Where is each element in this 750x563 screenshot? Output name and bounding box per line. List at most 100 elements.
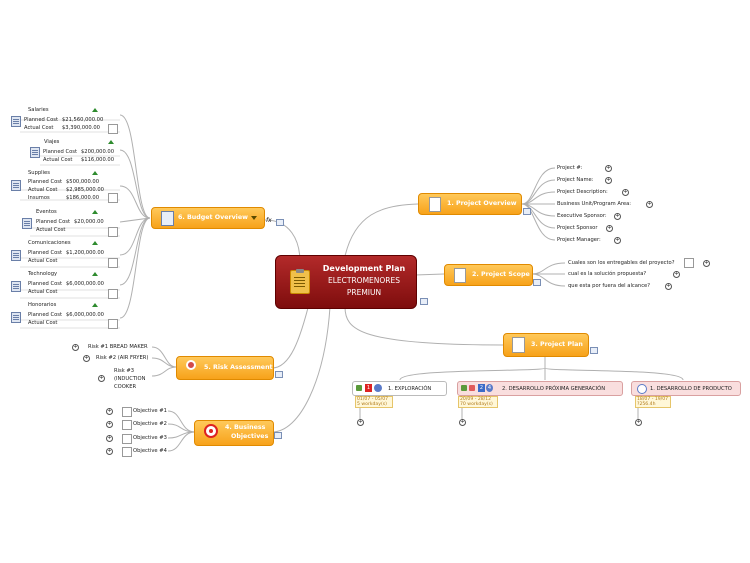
actual-cost-value: $2,985,000.00 bbox=[66, 187, 104, 193]
overview-item[interactable]: Project Sponsor bbox=[557, 225, 598, 231]
overview-item[interactable]: Executive Sponsor: bbox=[557, 213, 607, 219]
add-icon[interactable] bbox=[673, 271, 680, 278]
note-icon[interactable] bbox=[122, 447, 132, 457]
budget-category[interactable]: Salaries bbox=[28, 107, 49, 113]
add-icon[interactable] bbox=[72, 344, 79, 351]
overview-item[interactable]: Project Description: bbox=[557, 189, 608, 195]
budget-category[interactable]: Viajes bbox=[44, 139, 60, 145]
clock-icon bbox=[637, 384, 647, 394]
calculator-icon bbox=[161, 211, 174, 226]
add-icon[interactable] bbox=[606, 225, 613, 232]
add-icon[interactable] bbox=[622, 189, 629, 196]
phase-dates: 18/07 - 19/07?256.4h bbox=[635, 396, 671, 409]
trend-up-icon bbox=[92, 171, 98, 175]
add-icon[interactable] bbox=[106, 408, 113, 415]
planned-cost-value: $21,560,000.00 bbox=[62, 117, 104, 123]
risk-assessment-label: 5. Risk Assessment bbox=[204, 364, 273, 371]
add-icon[interactable] bbox=[459, 419, 466, 426]
phase-desarrollo-proxima[interactable]: 2 4 2. DESARROLLO PRÓXIMA GENERACIÓN bbox=[457, 381, 623, 396]
project-overview-topic[interactable]: 1. Project Overview bbox=[418, 193, 522, 215]
note-icon[interactable] bbox=[108, 124, 118, 134]
note-icon[interactable] bbox=[108, 227, 118, 237]
planned-cost-value: $20,000.00 bbox=[74, 219, 104, 225]
topic-expand-icon[interactable] bbox=[533, 279, 541, 286]
risk-item: (INDUCTION bbox=[114, 376, 146, 382]
note-icon[interactable] bbox=[108, 289, 118, 299]
risk-item[interactable]: Risk #3 bbox=[114, 368, 135, 374]
topic-expand-icon[interactable] bbox=[275, 371, 283, 378]
note-icon[interactable] bbox=[684, 258, 694, 268]
note-icon[interactable] bbox=[108, 319, 118, 329]
objective-item[interactable]: Objective #4 bbox=[133, 448, 167, 454]
budget-category[interactable]: Comunicaciones bbox=[28, 240, 71, 246]
add-icon[interactable] bbox=[357, 419, 364, 426]
budget-overview-label: 6. Budget Overview bbox=[178, 214, 248, 221]
project-scope-label: 2. Project Scope bbox=[472, 271, 530, 278]
phase-title: 1. EXPLORACIÓN bbox=[388, 386, 432, 392]
planned-cost-label: Planned Cost bbox=[28, 250, 62, 256]
topic-expand-icon[interactable] bbox=[590, 347, 598, 354]
cost-table-icon bbox=[11, 180, 21, 191]
progress-badge: 4 bbox=[486, 384, 493, 392]
budget-category[interactable]: Technology bbox=[28, 271, 58, 277]
scope-item[interactable]: que esta por fuera del alcance? bbox=[568, 283, 651, 289]
note-icon[interactable] bbox=[108, 193, 118, 203]
phase-desarrollo-producto[interactable]: 1. DESARROLLO DE PRODUCTO bbox=[631, 381, 741, 396]
trend-up-icon bbox=[92, 108, 98, 112]
budget-category[interactable]: Honorarios bbox=[28, 302, 57, 308]
formula-icon[interactable]: fx bbox=[266, 217, 272, 224]
central-subtitle-2: PREMIUN bbox=[346, 288, 382, 297]
add-icon[interactable] bbox=[83, 355, 90, 362]
add-icon[interactable] bbox=[635, 419, 642, 426]
phase-exploracion[interactable]: 1 1. EXPLORACIÓN bbox=[352, 381, 447, 396]
add-icon[interactable] bbox=[106, 435, 113, 442]
progress-icon bbox=[374, 384, 382, 392]
cost-table-icon bbox=[11, 281, 21, 292]
note-icon[interactable] bbox=[122, 407, 132, 417]
scope-item[interactable]: cual es la solución propuesta? bbox=[568, 271, 647, 277]
overview-item[interactable]: Project #: bbox=[557, 165, 583, 171]
add-icon[interactable] bbox=[646, 201, 653, 208]
add-icon[interactable] bbox=[614, 213, 621, 220]
overview-item[interactable]: Business Unit/Program Area: bbox=[557, 201, 632, 207]
objective-item[interactable]: Objective #3 bbox=[133, 435, 167, 441]
scope-item[interactable]: Cuales son los entregables del proyecto? bbox=[568, 260, 675, 266]
budget-category[interactable]: Eventos bbox=[36, 209, 57, 215]
risk-item[interactable]: Risk #2 (AIR FRYER) bbox=[96, 355, 149, 361]
objective-item[interactable]: Objective #1 bbox=[133, 408, 167, 414]
objective-item[interactable]: Objective #2 bbox=[133, 421, 167, 427]
note-icon[interactable] bbox=[122, 420, 132, 430]
add-icon[interactable] bbox=[106, 421, 113, 428]
budget-category[interactable]: Supplies bbox=[28, 170, 50, 176]
add-icon[interactable] bbox=[703, 260, 710, 267]
priority-badge: 2 bbox=[478, 384, 485, 392]
overview-item[interactable]: Project Name: bbox=[557, 177, 594, 183]
note-icon[interactable] bbox=[108, 258, 118, 268]
add-icon[interactable] bbox=[605, 165, 612, 172]
add-icon[interactable] bbox=[665, 283, 672, 290]
project-scope-topic[interactable]: 2. Project Scope bbox=[444, 264, 533, 286]
risk-assessment-topic[interactable]: 5. Risk Assessment bbox=[176, 356, 274, 380]
topic-expand-icon[interactable] bbox=[276, 219, 284, 226]
add-icon[interactable] bbox=[98, 375, 105, 382]
dropdown-icon[interactable] bbox=[251, 216, 257, 220]
note-icon[interactable] bbox=[122, 434, 132, 444]
cost-table-icon bbox=[11, 116, 21, 127]
business-objectives-label: 4. Business bbox=[225, 424, 266, 431]
add-icon[interactable] bbox=[614, 237, 621, 244]
central-topic[interactable]: Development Plan ELECTROMENORES PREMIUN bbox=[275, 255, 417, 309]
actual-cost-label: Actual Cost bbox=[36, 227, 66, 233]
budget-overview-topic[interactable]: 6. Budget Overview bbox=[151, 207, 265, 229]
phase-title: 1. DESARROLLO DE PRODUCTO bbox=[650, 386, 732, 392]
project-plan-topic[interactable]: 3. Project Plan bbox=[503, 333, 589, 357]
topic-expand-icon[interactable] bbox=[420, 298, 428, 305]
topic-expand-icon[interactable] bbox=[523, 208, 531, 215]
topic-expand-icon[interactable] bbox=[274, 432, 282, 439]
add-icon[interactable] bbox=[106, 448, 113, 455]
overview-item[interactable]: Project Manager: bbox=[557, 237, 601, 243]
risk-item[interactable]: Risk #1 BREAD MAKER bbox=[88, 344, 148, 350]
cost-table-icon bbox=[30, 147, 40, 158]
planned-cost-value: $6,000,000.00 bbox=[66, 312, 104, 318]
add-icon[interactable] bbox=[605, 177, 612, 184]
business-objectives-topic[interactable]: 4. Business Objectives bbox=[194, 420, 274, 446]
